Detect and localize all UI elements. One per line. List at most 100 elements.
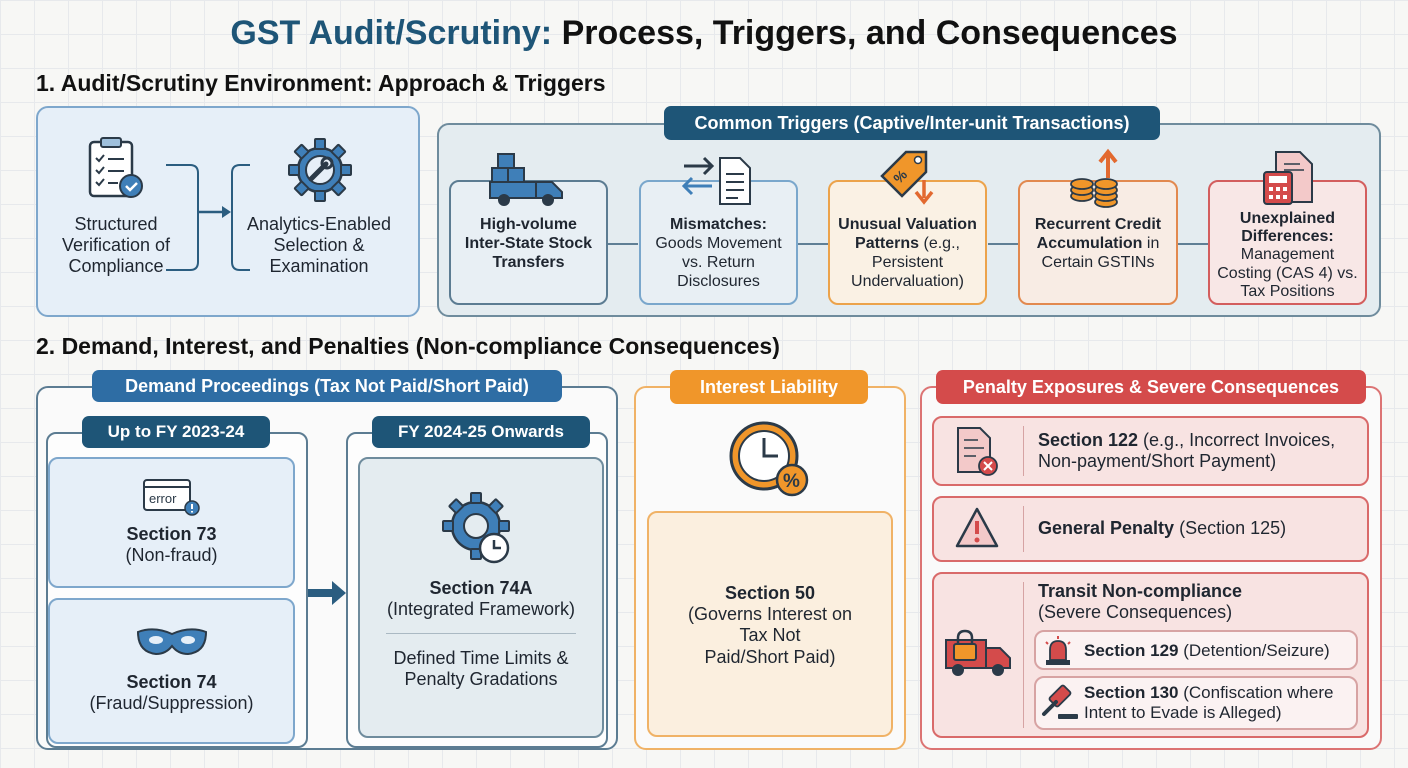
trigger-3-text: Unusual Valuation Patterns (e.g., Persis… — [831, 216, 984, 292]
section73-text: Section 73 (Non-fraud) — [50, 524, 293, 566]
gear-clock-icon — [442, 492, 510, 564]
trigger3-line2: Patterns (e.g., — [831, 235, 984, 254]
transit-text: Transit Non-compliance (Severe Consequen… — [1038, 581, 1364, 623]
trigger3-line3: Persistent — [871, 253, 944, 271]
section50-box — [647, 511, 893, 737]
section122-bold: Section 122 — [1038, 430, 1139, 450]
section1-heading: 1. Audit/Scrutiny Environment: Approach … — [36, 70, 606, 96]
price-tag-down-icon: % — [880, 150, 934, 205]
transit-divider — [1023, 582, 1024, 728]
trigger2-line4: Disclosures — [677, 272, 760, 290]
section74a-note2: Penalty Gradations — [404, 669, 558, 690]
section74-sub: (Fraud/Suppression) — [89, 693, 254, 714]
section130-line2: Intent to Evade is Alleged) — [1084, 703, 1282, 723]
section130-box — [1034, 676, 1358, 730]
trigger4-line2: Accumulation in — [1021, 235, 1175, 254]
error-window-icon: error — [143, 479, 200, 516]
interest-label: Interest Liability — [670, 370, 868, 404]
page-title: GST Audit/Scrutiny: Process, Triggers, a… — [0, 14, 1408, 53]
mismatch-arrows-icon — [681, 156, 751, 205]
section50-title: Section 50 — [724, 583, 816, 603]
section50-text: Section 50 (Governs Interest on Tax Not … — [649, 583, 891, 668]
general-penalty-bold: General Penalty — [1038, 518, 1175, 538]
trigger5-line5: Tax Positions — [1240, 282, 1335, 300]
trigger1-line2: Inter-State Stock — [464, 234, 593, 252]
section2-heading: 2. Demand, Interest, and Penalties (Non-… — [36, 333, 780, 359]
title-part1: GST Audit/Scrutiny: — [230, 14, 553, 52]
section73-sub: (Non-fraud) — [125, 545, 218, 566]
trigger4-line2a: Accumulation — [1036, 234, 1143, 252]
locked-truck-icon — [945, 629, 1011, 676]
truck-icon — [489, 153, 563, 206]
trigger3-line2b: (e.g., — [919, 234, 960, 252]
trigger3-line4: Undervaluation) — [851, 272, 964, 290]
section122-box — [932, 416, 1369, 486]
step1-line2: Verification of — [61, 235, 171, 256]
trigger5-line4: Costing (CAS 4) vs. — [1217, 264, 1358, 282]
trigger1-line3: Transfers — [492, 253, 565, 271]
transit-sub: (Severe Consequences) — [1038, 602, 1233, 623]
section73-box — [48, 457, 295, 588]
section74a-divider — [386, 633, 576, 634]
transition-arrow-icon — [308, 581, 346, 605]
trigger3-line1: Unusual Valuation — [838, 216, 977, 233]
transit-title: Transit Non-compliance — [1038, 581, 1243, 601]
siren-icon — [1045, 636, 1071, 665]
step1-line1: Structured — [74, 214, 158, 234]
step2-line3: Examination — [269, 256, 369, 277]
section122-divider — [1023, 426, 1024, 476]
warning-icon — [955, 507, 999, 548]
mask-icon — [136, 628, 208, 656]
penalty-label: Penalty Exposures & Severe Consequences — [936, 370, 1366, 404]
trigger-4-text: Recurrent Credit Accumulation in Certain… — [1021, 216, 1175, 273]
section50-line3: Paid/Short Paid) — [704, 646, 836, 667]
svg-text:%: % — [783, 471, 800, 492]
section122-line2: Non-payment/Short Payment) — [1038, 451, 1277, 472]
section122-line1: Section 122 (e.g., Incorrect Invoices, — [1038, 430, 1364, 451]
approach-step2: Analytics-Enabled Selection & Examinatio… — [232, 214, 406, 278]
section130-text: Section 130 (Confiscation where Intent t… — [1084, 683, 1354, 723]
triggers-label: Common Triggers (Captive/Inter-unit Tran… — [664, 106, 1160, 140]
trigger4-line3: Certain GSTINs — [1041, 253, 1155, 271]
trigger2-line2: Goods Movement — [655, 234, 782, 252]
section122-rest: (e.g., Incorrect Invoices, — [1138, 430, 1336, 450]
trigger4-line1: Recurrent Credit — [1034, 216, 1162, 233]
trigger1-line1: High-volume — [480, 216, 577, 233]
trigger5-line3: Management — [1240, 246, 1335, 264]
section130-rest: (Confiscation where — [1178, 683, 1334, 702]
trigger2-line3: vs. Return — [682, 253, 755, 271]
section74a-title: Section 74A — [429, 578, 533, 598]
title-part2: Process, Triggers, and Consequences — [561, 14, 1178, 52]
section130-line1: Section 130 (Confiscation where — [1084, 683, 1354, 703]
general-penalty-rest: (Section 125) — [1174, 518, 1287, 538]
col1-label: Up to FY 2023-24 — [82, 416, 270, 448]
section73-title: Section 73 — [126, 524, 217, 544]
section130-bold: Section 130 — [1084, 683, 1179, 702]
trigger-box-3 — [828, 180, 987, 305]
section74a-note: Defined Time Limits & Penalty Gradations — [360, 648, 602, 690]
trigger-box-2 — [639, 180, 798, 305]
trigger4-line2b: in — [1142, 234, 1160, 252]
trigger-2-text: Mismatches: Goods Movement vs. Return Di… — [642, 216, 795, 292]
section74-box — [48, 598, 295, 744]
section74-title: Section 74 — [126, 672, 217, 692]
clock-percent-icon: % — [729, 421, 809, 497]
trigger-box-1 — [449, 180, 608, 305]
col2-label: FY 2024-25 Onwards — [372, 416, 590, 448]
trigger-1-text: High-volume Inter-State Stock Transfers — [452, 216, 605, 273]
general-penalty-divider — [1023, 506, 1024, 552]
trigger2-line1: Mismatches: — [670, 216, 767, 233]
section122-text: Section 122 (e.g., Incorrect Invoices, N… — [1038, 430, 1364, 472]
general-penalty-text: General Penalty (Section 125) — [1038, 518, 1364, 539]
gavel-icon — [1042, 684, 1078, 719]
section74a-text: Section 74A (Integrated Framework) — [360, 578, 602, 620]
section74a-note1: Defined Time Limits & — [393, 648, 569, 668]
error-window-word: error — [149, 491, 177, 506]
trigger-5-text: Unexplained Differences: Management Cost… — [1211, 210, 1364, 301]
gear-wrench-icon — [288, 138, 352, 202]
approach-step1: Structured Verification of Compliance — [46, 214, 186, 278]
trigger5-line1: Unexplained — [1239, 210, 1336, 227]
calculator-document-icon — [1263, 151, 1313, 205]
